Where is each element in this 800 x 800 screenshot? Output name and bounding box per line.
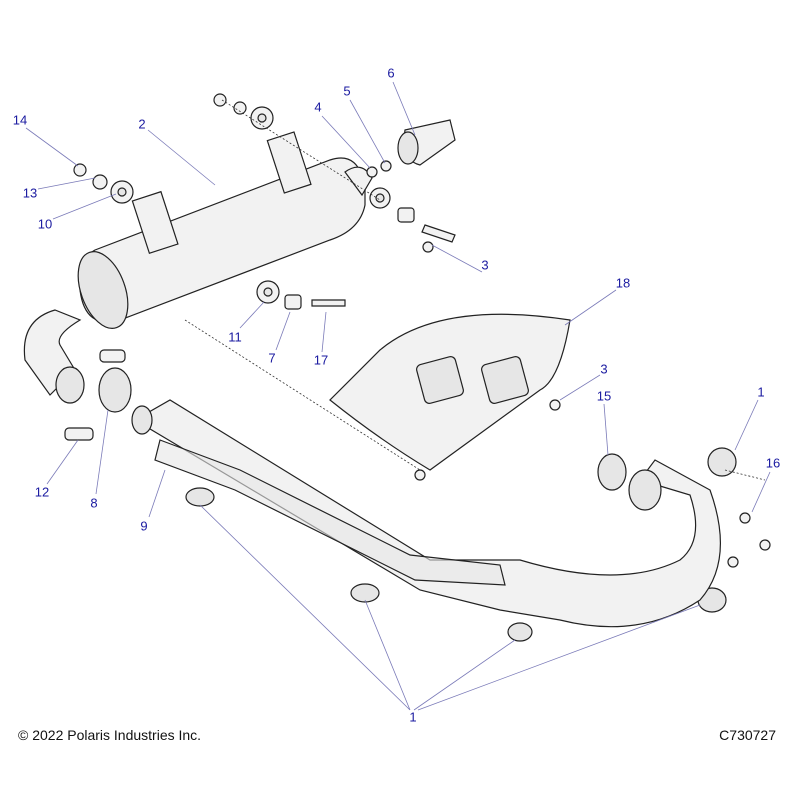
callout-7: 7 [268,350,276,366]
callout-5: 5 [343,83,351,99]
callout-15: 15 [596,388,612,404]
spark-arrestor-tip [397,119,456,166]
callout-4: 4 [314,99,322,115]
heat-shield [329,313,571,471]
callout-3: 3 [481,257,489,273]
hardware [64,93,771,642]
callout-16: 16 [765,455,781,471]
callout-3b: 3 [600,361,608,377]
callout-18: 18 [615,275,631,291]
callout-8: 8 [90,495,98,511]
callout-2: 2 [138,116,146,132]
callout-9: 9 [140,518,148,534]
callout-11: 11 [228,329,242,345]
callout-1: 1 [757,384,765,400]
copyright-text: © 2022 Polaris Industries Inc. [18,727,202,743]
head-pipe [131,399,722,628]
callout-14: 14 [12,112,28,128]
callout-1b: 1 [409,709,417,725]
leader-lines [25,81,771,711]
callout-17: 17 [313,352,329,368]
callout-13: 13 [22,185,38,201]
callout-12: 12 [34,484,50,500]
muffler [23,131,373,404]
drawing-id: C730727 [719,727,776,743]
callout-10: 10 [37,216,53,232]
callout-6: 6 [387,65,395,81]
